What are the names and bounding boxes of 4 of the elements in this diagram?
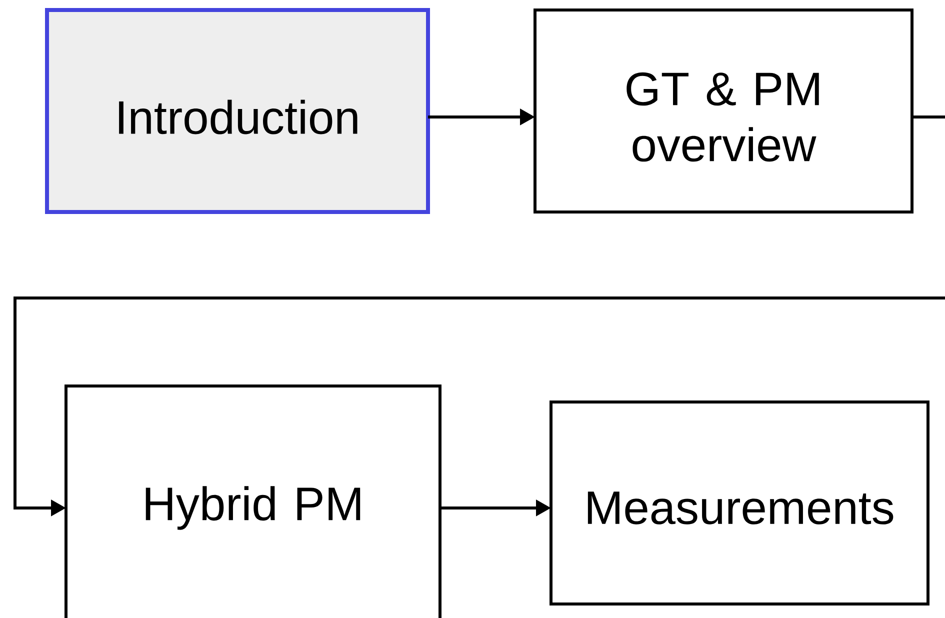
process-box: Measurements (550, 400, 930, 606)
process-box: Introduction (45, 8, 430, 214)
process-box: GT & PM overview (534, 8, 914, 214)
process-box: Hybrid PM (64, 384, 442, 618)
